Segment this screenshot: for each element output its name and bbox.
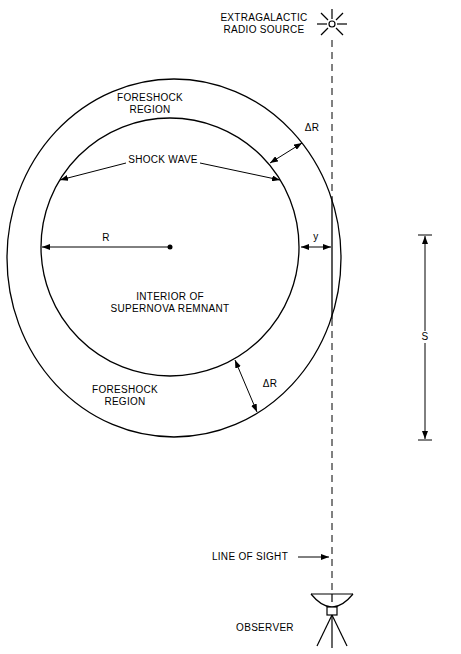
s-dimension-cap bbox=[418, 235, 432, 236]
source-label: EXTRAGALACTIC RADIO SOURCE bbox=[216, 12, 312, 36]
line-of-sight-solid bbox=[331, 197, 332, 319]
line-of-sight-label: LINE OF SIGHT bbox=[204, 551, 296, 563]
radius-arrow bbox=[42, 247, 170, 248]
interior-label: INTERIOR OF SUPERNOVA REMNANT bbox=[108, 291, 232, 315]
line-of-sight-pointer bbox=[298, 557, 329, 558]
delta-r-arrow bbox=[235, 360, 257, 412]
outline bbox=[6, 78, 342, 438]
foreshock-region-outline bbox=[7, 79, 341, 437]
shock-wave-circle: SHOCK WAVE INTERIOR OF SUPERNOVA REMNANT bbox=[40, 117, 300, 377]
line-of-sight bbox=[332, 40, 333, 197]
delta-r-arrow bbox=[270, 143, 302, 163]
dimension-label: ΔR bbox=[259, 378, 281, 390]
observer-label: OBSERVER bbox=[230, 622, 300, 634]
dimension-label: R bbox=[98, 232, 114, 244]
foreshock-region: FORESHOCK REGIONFORESHOCK REGIONSHOCK WA… bbox=[6, 78, 342, 438]
shock-wave-circle-outline bbox=[41, 118, 299, 376]
line-of-sight bbox=[332, 319, 333, 590]
dimension-label: S bbox=[419, 331, 431, 343]
region-label: FORESHOCK REGION bbox=[79, 384, 171, 408]
shock-wave-pointer bbox=[200, 163, 280, 180]
dimension-label: ΔR bbox=[301, 122, 323, 134]
s-dimension-cap bbox=[418, 440, 432, 441]
radio-telescope bbox=[311, 594, 353, 648]
center-dot bbox=[168, 245, 173, 250]
dimension-label: y bbox=[310, 231, 322, 243]
y-dimension-arrow bbox=[301, 247, 331, 248]
shock-wave-label: SHOCK WAVE bbox=[125, 154, 201, 166]
radio-source-star bbox=[317, 9, 347, 35]
region-label: FORESHOCK REGION bbox=[104, 92, 196, 116]
